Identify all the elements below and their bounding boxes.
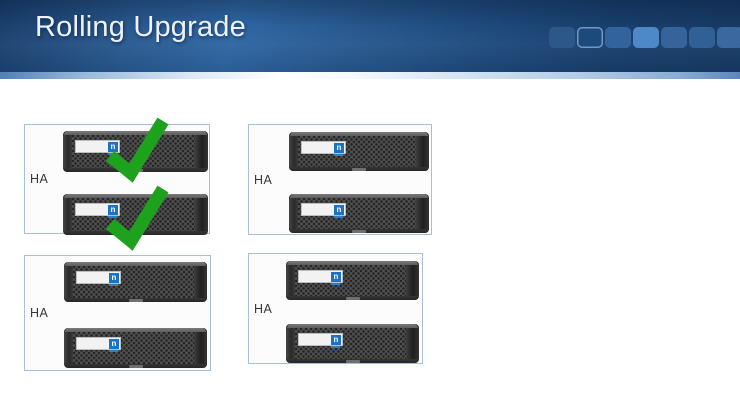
header-progress-squares — [549, 27, 740, 48]
server-brand-mark — [109, 284, 118, 286]
header-square-5 — [661, 27, 687, 48]
netapp-logo-icon: n — [108, 142, 118, 152]
server-brand-mark — [331, 346, 340, 348]
slide-header: Rolling Upgrade — [0, 0, 740, 72]
server-top-edge — [65, 328, 206, 332]
netapp-logo-icon: n — [334, 205, 344, 215]
server-right-ear — [406, 263, 419, 298]
ha-pair-box-4: HA n n — [248, 253, 423, 364]
netapp-logo-icon: n — [334, 143, 344, 153]
server-left-ear — [64, 264, 73, 300]
server-label-plate: n — [298, 333, 343, 348]
checkmark-icon — [105, 117, 169, 183]
ha-label: HA — [30, 306, 49, 320]
server-right-ear — [416, 196, 429, 231]
server-left-ear — [63, 196, 72, 233]
ha-pair-box-3: HA n n — [24, 255, 211, 371]
slide-title: Rolling Upgrade — [35, 11, 246, 43]
header-square-4 — [633, 27, 659, 48]
server-bottom-tab — [128, 299, 143, 302]
ha-label: HA — [254, 301, 273, 316]
server-bottom-tab — [345, 360, 360, 363]
netapp-logo-icon: n — [109, 273, 119, 283]
server-top-edge — [290, 194, 428, 198]
header-square-3 — [605, 27, 631, 48]
header-gloss-strip — [0, 72, 740, 79]
server-brand-mark — [334, 154, 343, 156]
server-brand-mark — [331, 283, 340, 285]
server-brand-mark — [109, 350, 118, 352]
server-brand-mark — [108, 216, 117, 218]
server-left-ear — [64, 330, 73, 366]
server-top-edge — [290, 132, 428, 136]
storage-controller: n — [286, 324, 419, 363]
storage-controller: n — [64, 328, 207, 368]
server-top-edge — [287, 261, 418, 265]
netapp-logo-icon: n — [331, 272, 341, 282]
netapp-logo-icon: n — [108, 205, 118, 215]
server-label-plate: n — [76, 271, 121, 286]
server-right-ear — [194, 264, 207, 300]
server-right-ear — [416, 134, 429, 169]
server-label-plate: n — [75, 203, 120, 218]
server-right-ear — [195, 196, 208, 233]
ha-label: HA — [30, 172, 49, 186]
storage-controller: n — [289, 194, 429, 233]
server-left-ear — [286, 263, 295, 298]
server-top-edge — [287, 324, 418, 328]
header-square-1 — [549, 27, 575, 48]
server-top-edge — [64, 131, 207, 135]
header-square-7 — [717, 27, 740, 48]
server-left-ear — [289, 134, 298, 169]
server-brand-mark — [334, 216, 343, 218]
netapp-logo-icon: n — [331, 335, 341, 345]
storage-controller: n — [289, 132, 429, 171]
server-left-ear — [63, 133, 72, 170]
server-label-plate: n — [298, 270, 343, 285]
server-left-ear — [286, 326, 295, 361]
server-bottom-tab — [128, 365, 143, 368]
server-top-edge — [64, 194, 207, 198]
server-label-plate: n — [301, 203, 346, 218]
server-right-ear — [406, 326, 419, 361]
header-square-2 — [577, 27, 603, 48]
server-label-plate: n — [76, 337, 121, 352]
server-bottom-tab — [352, 230, 366, 233]
server-label-plate: n — [301, 141, 346, 156]
ha-pair-box-2: HA n n — [248, 124, 432, 235]
checkmark-icon — [105, 185, 169, 251]
netapp-logo-icon: n — [109, 339, 119, 349]
server-bottom-tab — [345, 297, 360, 300]
ha-pair-box-1: HA n n — [24, 117, 210, 251]
storage-controller: n — [286, 261, 419, 300]
server-bottom-tab — [352, 168, 366, 171]
server-left-ear — [289, 196, 298, 231]
server-right-ear — [195, 133, 208, 170]
ha-label: HA — [254, 172, 273, 187]
server-top-edge — [65, 262, 206, 266]
server-right-ear — [194, 330, 207, 366]
header-square-6 — [689, 27, 715, 48]
storage-controller: n — [64, 262, 207, 302]
